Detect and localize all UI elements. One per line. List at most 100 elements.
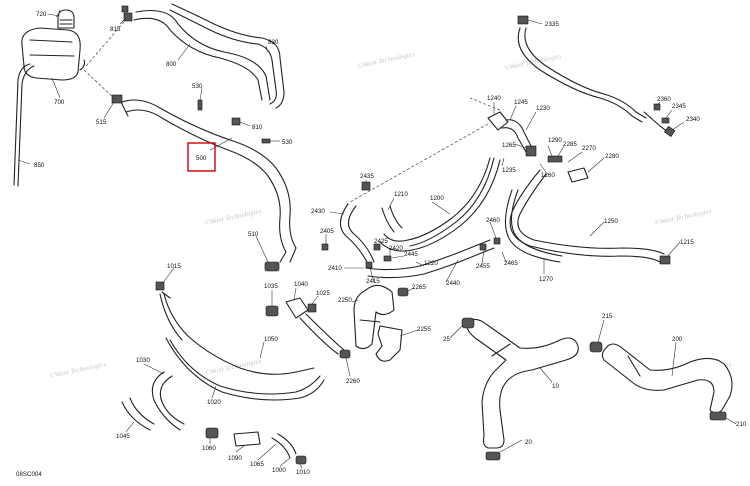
callout-1290[interactable]: 1290: [548, 137, 562, 144]
hose-2430[interactable]: [321, 181, 375, 265]
callout-1250[interactable]: 1250: [604, 218, 618, 225]
callout-2255[interactable]: 2255: [417, 326, 431, 333]
callout-2335[interactable]: 2335: [545, 21, 559, 28]
hose-500[interactable]: [119, 99, 297, 263]
hose-1250[interactable]: [509, 169, 671, 265]
clamp-2265[interactable]: [397, 287, 409, 297]
callout-2420[interactable]: 2420: [389, 245, 403, 252]
callout-2285[interactable]: 2285: [563, 141, 577, 148]
clamp-2455[interactable]: [479, 243, 487, 251]
callout-1030[interactable]: 1030: [136, 357, 150, 364]
callout-2425[interactable]: 2425: [374, 238, 388, 245]
callout-2250[interactable]: 2250: [338, 297, 352, 304]
clamp-1060[interactable]: [205, 427, 219, 439]
callout-1200[interactable]: 1200: [430, 195, 444, 202]
clamp-2405[interactable]: [321, 243, 329, 251]
callout-2440[interactable]: 2440: [446, 280, 460, 287]
callout-2430[interactable]: 2430: [311, 208, 325, 215]
clamp-1015[interactable]: [155, 281, 165, 291]
callout-2410[interactable]: 2410: [328, 265, 342, 272]
hose-1220[interactable]: [365, 237, 501, 279]
hose-1270[interactable]: [504, 189, 563, 263]
fitting-1290[interactable]: [547, 155, 563, 163]
callout-200[interactable]: 200: [672, 336, 683, 343]
clamp-810[interactable]: [231, 117, 241, 126]
callout-1025[interactable]: 1025: [316, 290, 330, 297]
clamp-815[interactable]: [123, 12, 133, 22]
callout-2460[interactable]: 2460: [486, 217, 500, 224]
hose-1030[interactable]: [151, 371, 185, 431]
hose-800[interactable]: [133, 9, 271, 101]
hose-1045[interactable]: [121, 397, 155, 431]
clamp-2445[interactable]: [383, 255, 392, 262]
part-2345[interactable]: [661, 117, 670, 124]
hose-830[interactable]: [169, 3, 285, 109]
clamp-215[interactable]: [589, 341, 603, 353]
clamp-1215[interactable]: [659, 255, 671, 265]
callout-2455[interactable]: 2455: [476, 263, 490, 270]
callout-1240[interactable]: 1240: [487, 95, 501, 102]
callout-1220[interactable]: 1220: [424, 260, 438, 267]
clamp-2260[interactable]: [339, 349, 351, 359]
hose-200[interactable]: [601, 343, 733, 414]
callout-1230[interactable]: 1230: [536, 105, 550, 112]
callout-25[interactable]: 25: [443, 336, 450, 343]
clamp-2335[interactable]: [517, 15, 529, 25]
callout-720[interactable]: 720: [36, 11, 47, 18]
clamp-2460[interactable]: [493, 237, 501, 245]
hose-1210[interactable]: [381, 205, 403, 233]
callout-1060[interactable]: 1060: [202, 445, 216, 452]
hose-10[interactable]: [465, 318, 579, 449]
hose-1020[interactable]: [299, 313, 345, 355]
clamp-2425[interactable]: [373, 243, 381, 251]
callout-700[interactable]: 700: [54, 99, 65, 106]
callout-1245[interactable]: 1245: [514, 99, 528, 106]
callout-2405[interactable]: 2405: [320, 228, 334, 235]
callout-500[interactable]: 500: [196, 155, 207, 162]
callout-2360[interactable]: 2360: [657, 96, 671, 103]
clamp-20[interactable]: [485, 451, 501, 461]
callout-2445[interactable]: 2445: [404, 251, 418, 258]
clamp-515[interactable]: [111, 94, 123, 104]
callout-2270[interactable]: 2270: [582, 145, 596, 152]
callout-210[interactable]: 210: [736, 421, 747, 428]
callout-2280[interactable]: 2280: [605, 153, 619, 160]
hose-1050[interactable]: [159, 291, 325, 401]
callout-1065[interactable]: 1065: [250, 461, 264, 468]
callout-800[interactable]: 800: [166, 61, 177, 68]
callout-1215[interactable]: 1215: [680, 239, 694, 246]
callout-515[interactable]: 515: [96, 119, 107, 126]
callout-20[interactable]: 20: [525, 439, 532, 446]
callout-1045[interactable]: 1045: [116, 433, 130, 440]
callout-815[interactable]: 815: [110, 26, 121, 33]
screw-530-b[interactable]: [261, 138, 271, 144]
callout-2415[interactable]: 2415: [366, 278, 380, 285]
callout-530-b[interactable]: 530: [282, 139, 293, 146]
callout-2260[interactable]: 2260: [346, 378, 360, 385]
callout-2340[interactable]: 2340: [686, 116, 700, 123]
thermostat-housing-1240[interactable]: [487, 111, 589, 183]
screw-530[interactable]: [197, 99, 203, 111]
clamp-1010[interactable]: [295, 455, 307, 465]
callout-1260[interactable]: 1260: [541, 172, 555, 179]
callout-2465[interactable]: 2465: [504, 260, 518, 267]
callout-850[interactable]: 850: [34, 162, 45, 169]
sensor-2340[interactable]: [643, 103, 676, 137]
callout-2435[interactable]: 2435: [360, 173, 374, 180]
clamp-1035[interactable]: [265, 305, 279, 317]
callout-1265[interactable]: 1265: [502, 142, 516, 149]
callout-1000[interactable]: 1000: [272, 467, 286, 474]
reservoir-cap[interactable]: [57, 9, 75, 29]
hose-1065[interactable]: [271, 433, 297, 459]
callout-2265[interactable]: 2265: [412, 284, 426, 291]
callout-1010[interactable]: 1010: [296, 469, 310, 476]
hose-1200[interactable]: [379, 157, 501, 252]
callout-1020[interactable]: 1020: [207, 399, 221, 406]
clamp-510[interactable]: [264, 261, 280, 272]
coolant-reservoir[interactable]: [13, 9, 86, 187]
clamp-1025[interactable]: [307, 303, 317, 313]
callout-2345[interactable]: 2345: [672, 103, 686, 110]
callout-530[interactable]: 530: [192, 83, 203, 90]
callout-1235[interactable]: 1235: [502, 167, 516, 174]
callout-1270[interactable]: 1270: [539, 276, 553, 283]
